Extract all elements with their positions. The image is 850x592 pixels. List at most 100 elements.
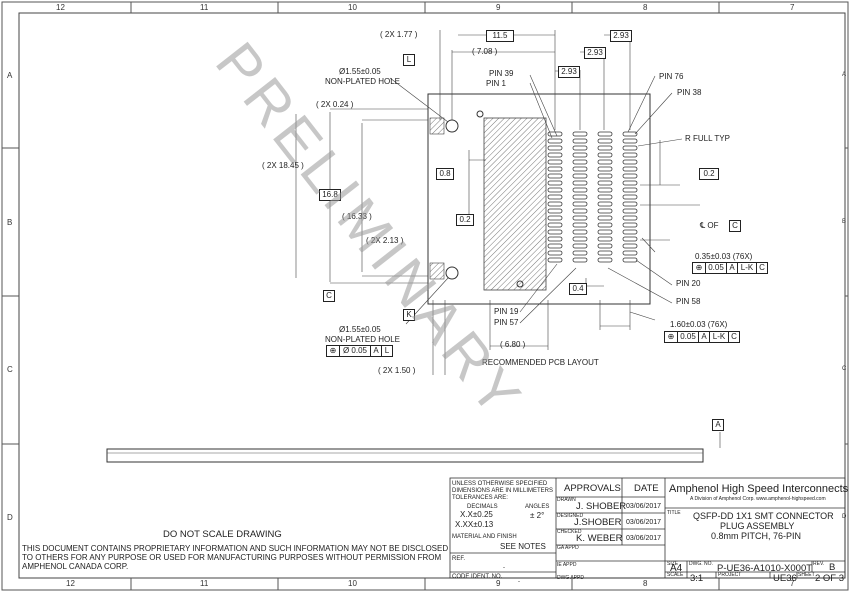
pcb-pad (597, 145, 613, 151)
dim-2-93-b: 2.93 (584, 47, 606, 59)
pcb-pad (622, 208, 638, 214)
zone-bottom-9: 9 (496, 579, 501, 588)
size-value: A4 (670, 563, 683, 574)
r-full-typ-label: R FULL TYP (685, 134, 730, 143)
zone-right-b: B (842, 219, 847, 225)
dim-0-2-left: 0.2 (456, 214, 474, 226)
pcb-pad (622, 145, 638, 151)
pcb-pad (597, 138, 613, 144)
pcb-pad (547, 194, 563, 200)
pcb-pad (547, 243, 563, 249)
code-ident-value: - (518, 579, 520, 585)
pcb-pad (622, 243, 638, 249)
pcb-pad (547, 257, 563, 263)
fcf-pad-position: ⊕ 0.05 A L-K C (692, 262, 768, 274)
datum-a: A (712, 419, 724, 431)
dim-2x-2-13: ( 2X 2.13 ) (366, 236, 404, 245)
pin-58-label: PIN 58 (676, 297, 701, 306)
see-notes: SEE NOTES (500, 542, 546, 551)
checked-label: CHECKED (557, 529, 582, 535)
pcb-pad (597, 180, 613, 186)
title-line-2: PLUG ASSEMBLY (720, 521, 795, 531)
rev-value: B (829, 562, 836, 573)
pcb-pad (622, 166, 638, 172)
proprietary-note-line-3: AMPHENOL CANADA CORP. (22, 562, 129, 571)
fcf-pad-datum-lk: L-K (738, 262, 757, 274)
project-value: UE36 (773, 573, 797, 584)
pcb-pad (597, 215, 613, 221)
pcb-pad (547, 159, 563, 165)
ref-value: - (503, 565, 505, 571)
fcf-hole-tol: Ø 0.05 (340, 345, 371, 357)
position-icon: ⊕ (692, 262, 706, 274)
rev-label: REV. (813, 561, 825, 567)
pcb-pad (547, 222, 563, 228)
pcb-pad (597, 236, 613, 242)
pcb-pad (572, 208, 588, 214)
pad-width-tolerance: 0.35±0.03 (76X) (695, 252, 753, 261)
pcb-pad (572, 222, 588, 228)
scale-label: SCALE (667, 572, 684, 578)
designed-label: DESIGNED (557, 513, 584, 519)
pcb-pad (597, 166, 613, 172)
sheet-label: SHEET (798, 572, 815, 578)
fcf-pitch-position: ⊕ 0.05 A L-K C (664, 331, 740, 343)
pcb-pad (572, 173, 588, 179)
zone-left-c: C (7, 365, 13, 374)
dim-2x-1-77: ( 2X 1.77 ) (380, 30, 418, 39)
pcb-pad (572, 250, 588, 256)
pcb-pad (547, 187, 563, 193)
pcb-pad (597, 187, 613, 193)
do-not-scale-note: DO NOT SCALE DRAWING (163, 529, 282, 540)
material-label: MATERIAL AND FINISH (452, 534, 517, 540)
checked-date: 03/06/2017 (626, 535, 662, 542)
datum-c-right: C (729, 220, 741, 232)
unless-line-2: DIMENSIONS ARE IN MILLIMETERS (452, 488, 554, 494)
pcb-pad (547, 236, 563, 242)
pin-39-label: PIN 39 (489, 69, 514, 78)
pcb-pad (622, 250, 638, 256)
fcf-hole-position: ⊕ Ø 0.05 A L (326, 345, 393, 357)
zone-bottom-7: 7 (790, 579, 795, 588)
pcb-pad (622, 257, 638, 263)
zone-top-10: 10 (348, 3, 357, 12)
pcb-pad (597, 250, 613, 256)
pin-57-label: PIN 57 (494, 318, 519, 327)
pcb-pad (572, 187, 588, 193)
pcb-pad (622, 236, 638, 242)
dim-0-4: 0.4 (569, 283, 587, 295)
fcf-pad-datum-c: C (757, 262, 768, 274)
pitch-tolerance: 1.60±0.03 (76X) (670, 320, 728, 329)
zone-left-b: B (7, 218, 13, 227)
pin-20-label: PIN 20 (676, 279, 701, 288)
datum-c-left: C (323, 290, 335, 302)
dim-6-80: ( 6.80 ) (500, 340, 526, 349)
pcb-pad (572, 145, 588, 151)
hole-bottom-diameter: Ø1.55±0.05 (339, 325, 381, 334)
pcb-pad (622, 152, 638, 158)
datum-k: K (403, 309, 415, 321)
pin-1-label: PIN 1 (486, 79, 507, 88)
project-label: PROJECT (718, 572, 742, 578)
pcb-pad (572, 215, 588, 221)
fcf-pitch-datum-lk: L-K (710, 331, 729, 343)
pcb-pad (547, 152, 563, 158)
pcb-pad (572, 243, 588, 249)
pcb-pad (622, 229, 638, 235)
zone-right-c: C (842, 366, 847, 372)
pcb-pad (622, 187, 638, 193)
zone-top-11: 11 (200, 3, 209, 12)
dwg-no-value: P-UE36-A1010-X000T (717, 563, 813, 574)
pcb-pad (572, 229, 588, 235)
pcb-pad (572, 236, 588, 242)
drawn-by: J. SHOBER (576, 501, 627, 512)
fcf-hole-datum-a: A (371, 345, 382, 357)
zone-bottom-10: 10 (348, 579, 357, 588)
zone-top-8: 8 (643, 3, 648, 12)
pcb-pad (547, 173, 563, 179)
pcb-pad (622, 201, 638, 207)
unless-line-1: UNLESS OTHERWISE SPECIFIED (452, 481, 548, 487)
fcf-hole-datum-l: L (382, 345, 393, 357)
recommended-pcb-layout-label: RECOMMENDED PCB LAYOUT (482, 358, 599, 367)
pcb-pad (572, 166, 588, 172)
